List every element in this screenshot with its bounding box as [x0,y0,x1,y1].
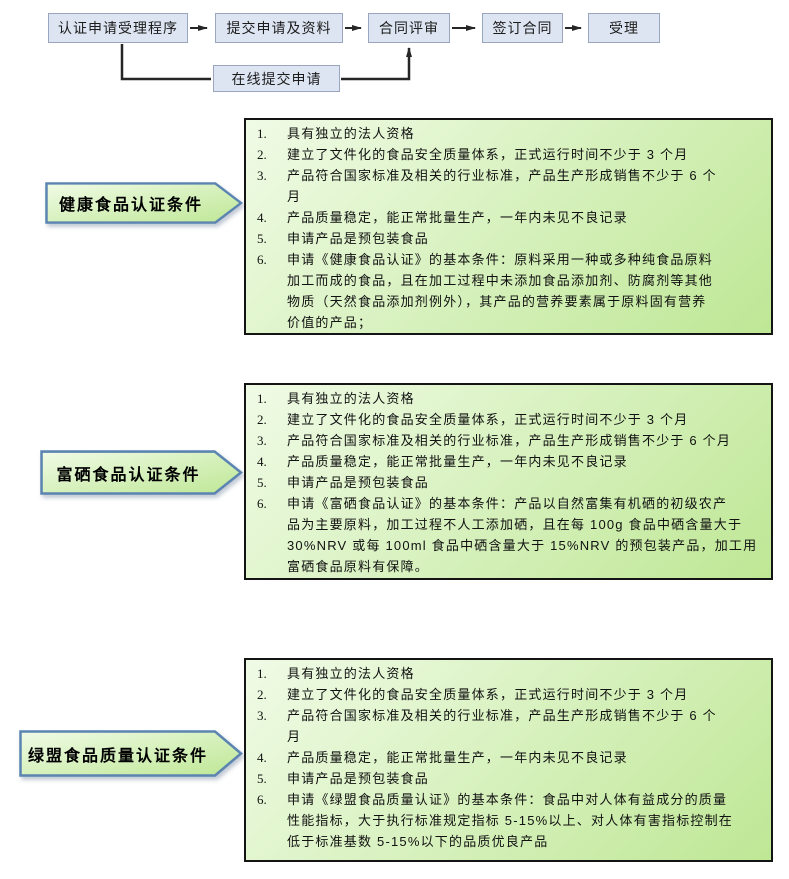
condition-item: 5. 申请产品是预包装食品 [257,768,763,789]
conditions-box-selenium-food: 1. 具有独立的法人资格 2. 建立了文件化的食品安全质量体系，正式运行时间不少… [244,383,773,580]
item-text: 申请《健康食品认证》的基本条件：原料采用一种或多种纯食品原料 加工而成的食品，且… [287,252,714,330]
item-number: 1. [257,666,267,681]
section-label-green-alliance: 绿盟食品质量认证条件 [19,730,243,777]
section-label-text: 富硒食品认证条件 [56,466,201,484]
item-text: 具有独立的法人资格 [287,391,415,406]
item-text: 建立了文件化的食品安全质量体系，正式运行时间不少于 3 个月 [287,147,689,162]
condition-item: 1. 具有独立的法人资格 [257,123,763,144]
flow-step-online-submission: 在线提交申请 [213,65,340,92]
condition-item: 2. 建立了文件化的食品安全质量体系，正式运行时间不少于 3 个月 [257,409,763,430]
item-number: 6. [257,792,267,807]
conditions-box-health-food: 1. 具有独立的法人资格 2. 建立了文件化的食品安全质量体系，正式运行时间不少… [244,118,773,335]
item-text: 申请《绿盟食品质量认证》的基本条件：食品中对人体有益成分的质量 性能指标，大于执… [287,792,733,849]
item-number: 5. [257,231,267,246]
item-text: 建立了文件化的食品安全质量体系，正式运行时间不少于 3 个月 [287,412,689,427]
item-number: 3. [257,433,267,448]
item-number: 3. [257,168,267,183]
flowchart: 认证申请受理程序 提交申请及资料 合同评审 签订合同 受理 在线提交申请 [0,0,789,110]
item-number: 1. [257,126,267,141]
section-label-health-food: 健康食品认证条件 [45,182,243,224]
item-text: 申请产品是预包装食品 [287,475,430,490]
condition-item: 5. 申请产品是预包装食品 [257,472,763,493]
item-text: 申请产品是预包装食品 [287,231,430,246]
item-text: 产品符合国家标准及相关的行业标准，产品生产形成销售不少于 6 个 月 [287,168,717,204]
item-text: 产品质量稳定，能正常批量生产，一年内未见不良记录 [287,210,628,225]
item-text: 产品符合国家标准及相关的行业标准，产品生产形成销售不少于 6 个月 [287,433,732,448]
item-text: 产品质量稳定，能正常批量生产，一年内未见不良记录 [287,454,628,469]
section-label-text: 绿盟食品质量认证条件 [27,747,208,765]
condition-item: 4. 产品质量稳定，能正常批量生产，一年内未见不良记录 [257,207,763,228]
condition-item: 2. 建立了文件化的食品安全质量体系，正式运行时间不少于 3 个月 [257,684,763,705]
item-number: 2. [257,687,267,702]
item-text: 申请《富硒食品认证》的基本条件：产品以自然富集有机硒的初级农产 品为主要原料，加… [287,496,758,574]
pentagon-callout-shape [19,730,243,777]
item-number: 5. [257,475,267,490]
flow-step-acceptance-procedure: 认证申请受理程序 [48,13,188,43]
condition-item: 4. 产品质量稳定，能正常批量生产，一年内未见不良记录 [257,747,763,768]
condition-item: 3. 产品符合国家标准及相关的行业标准，产品生产形成销售不少于 6 个 月 [257,705,763,747]
condition-item: 3. 产品符合国家标准及相关的行业标准，产品生产形成销售不少于 6 个 月 [257,165,763,207]
item-text: 建立了文件化的食品安全质量体系，正式运行时间不少于 3 个月 [287,687,689,702]
flow-step-sign-contract: 签订合同 [482,13,563,43]
condition-item: 6. 申请《绿盟食品质量认证》的基本条件：食品中对人体有益成分的质量 性能指标，… [257,789,763,852]
flow-connector-lines [120,25,582,81]
item-number: 5. [257,771,267,786]
item-number: 3. [257,708,267,723]
item-text: 具有独立的法人资格 [287,666,415,681]
item-number: 6. [257,252,267,267]
item-text: 产品质量稳定，能正常批量生产，一年内未见不良记录 [287,750,628,765]
flow-step-submit-application: 提交申请及资料 [215,13,343,43]
item-text: 申请产品是预包装食品 [287,771,430,786]
condition-item: 5. 申请产品是预包装食品 [257,228,763,249]
section-label-selenium-food: 富硒食品认证条件 [40,450,243,495]
conditions-box-green-alliance: 1. 具有独立的法人资格 2. 建立了文件化的食品安全质量体系，正式运行时间不少… [244,658,773,862]
section-label-text: 健康食品认证条件 [58,197,203,214]
flow-step-accept: 受理 [588,13,660,43]
item-number: 2. [257,412,267,427]
item-number: 2. [257,147,267,162]
pentagon-callout-shape [45,182,243,224]
item-number: 4. [257,210,267,225]
condition-item: 2. 建立了文件化的食品安全质量体系，正式运行时间不少于 3 个月 [257,144,763,165]
flow-step-contract-review: 合同评审 [368,13,450,43]
item-number: 4. [257,750,267,765]
pentagon-callout-shape [40,450,243,495]
condition-item: 6. 申请《富硒食品认证》的基本条件：产品以自然富集有机硒的初级农产 品为主要原… [257,493,763,577]
condition-item: 3. 产品符合国家标准及相关的行业标准，产品生产形成销售不少于 6 个月 [257,430,763,451]
condition-item: 1. 具有独立的法人资格 [257,388,763,409]
item-number: 1. [257,391,267,406]
item-text: 具有独立的法人资格 [287,126,415,141]
item-text: 产品符合国家标准及相关的行业标准，产品生产形成销售不少于 6 个 月 [287,708,717,744]
condition-item: 6. 申请《健康食品认证》的基本条件：原料采用一种或多种纯食品原料 加工而成的食… [257,249,763,333]
condition-item: 4. 产品质量稳定，能正常批量生产，一年内未见不良记录 [257,451,763,472]
condition-item: 1. 具有独立的法人资格 [257,663,763,684]
item-number: 4. [257,454,267,469]
item-number: 6. [257,496,267,511]
